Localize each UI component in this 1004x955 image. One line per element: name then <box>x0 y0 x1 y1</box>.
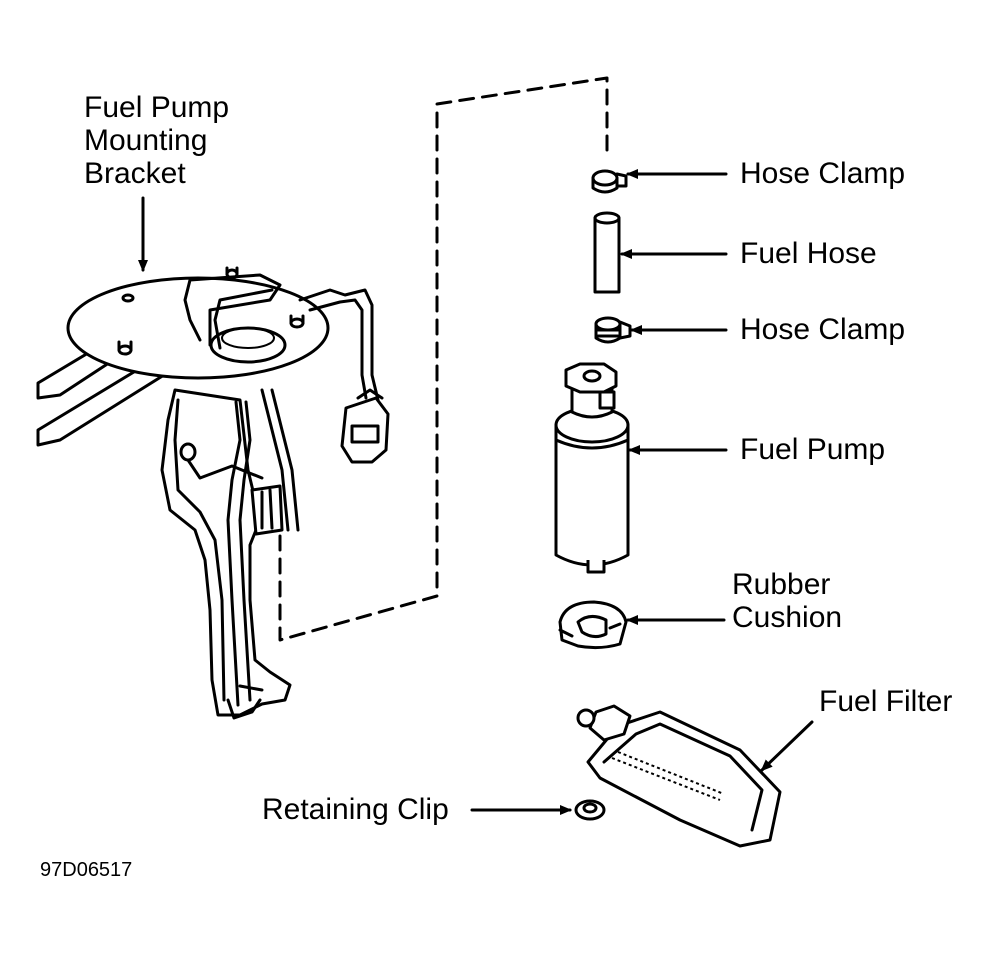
hose-clamp-top-part <box>591 169 628 194</box>
label-retaining-clip: Retaining Clip <box>262 793 449 826</box>
figure-code: 97D06517 <box>40 859 133 881</box>
retaining-clip-part <box>574 799 606 821</box>
hose-clamp-bottom-part <box>594 316 632 344</box>
label-rubber-cushion-line-1: Rubber <box>732 568 831 601</box>
label-fuel-pump: Fuel Pump <box>740 433 886 466</box>
fuel-hose-part <box>593 211 621 294</box>
label-fuel-filter: Fuel Filter <box>819 685 953 718</box>
label-rubber-cushion: Rubber Cushion <box>732 568 842 634</box>
arrow-fuel-filter <box>760 720 814 772</box>
label-mounting-bracket-line-1: Fuel Pump <box>84 91 230 124</box>
fuel-filter-part <box>576 704 782 848</box>
label-hose-clamp-bottom: Hose Clamp <box>740 313 906 346</box>
label-mounting-bracket-line-2: Mounting <box>84 124 208 157</box>
label-hose-clamp-top: Hose Clamp <box>740 157 906 190</box>
rubber-cushion-part <box>558 600 628 650</box>
fuel-pump-part <box>554 362 630 574</box>
label-fuel-hose: Fuel Hose <box>740 237 877 270</box>
mounting-bracket-assembly <box>36 266 390 720</box>
label-mounting-bracket: Fuel Pump Mounting Bracket <box>84 91 229 190</box>
label-rubber-cushion-line-2: Cushion <box>732 601 843 634</box>
label-mounting-bracket-line-3: Bracket <box>84 157 186 190</box>
assembly-dashed-line <box>278 76 609 642</box>
